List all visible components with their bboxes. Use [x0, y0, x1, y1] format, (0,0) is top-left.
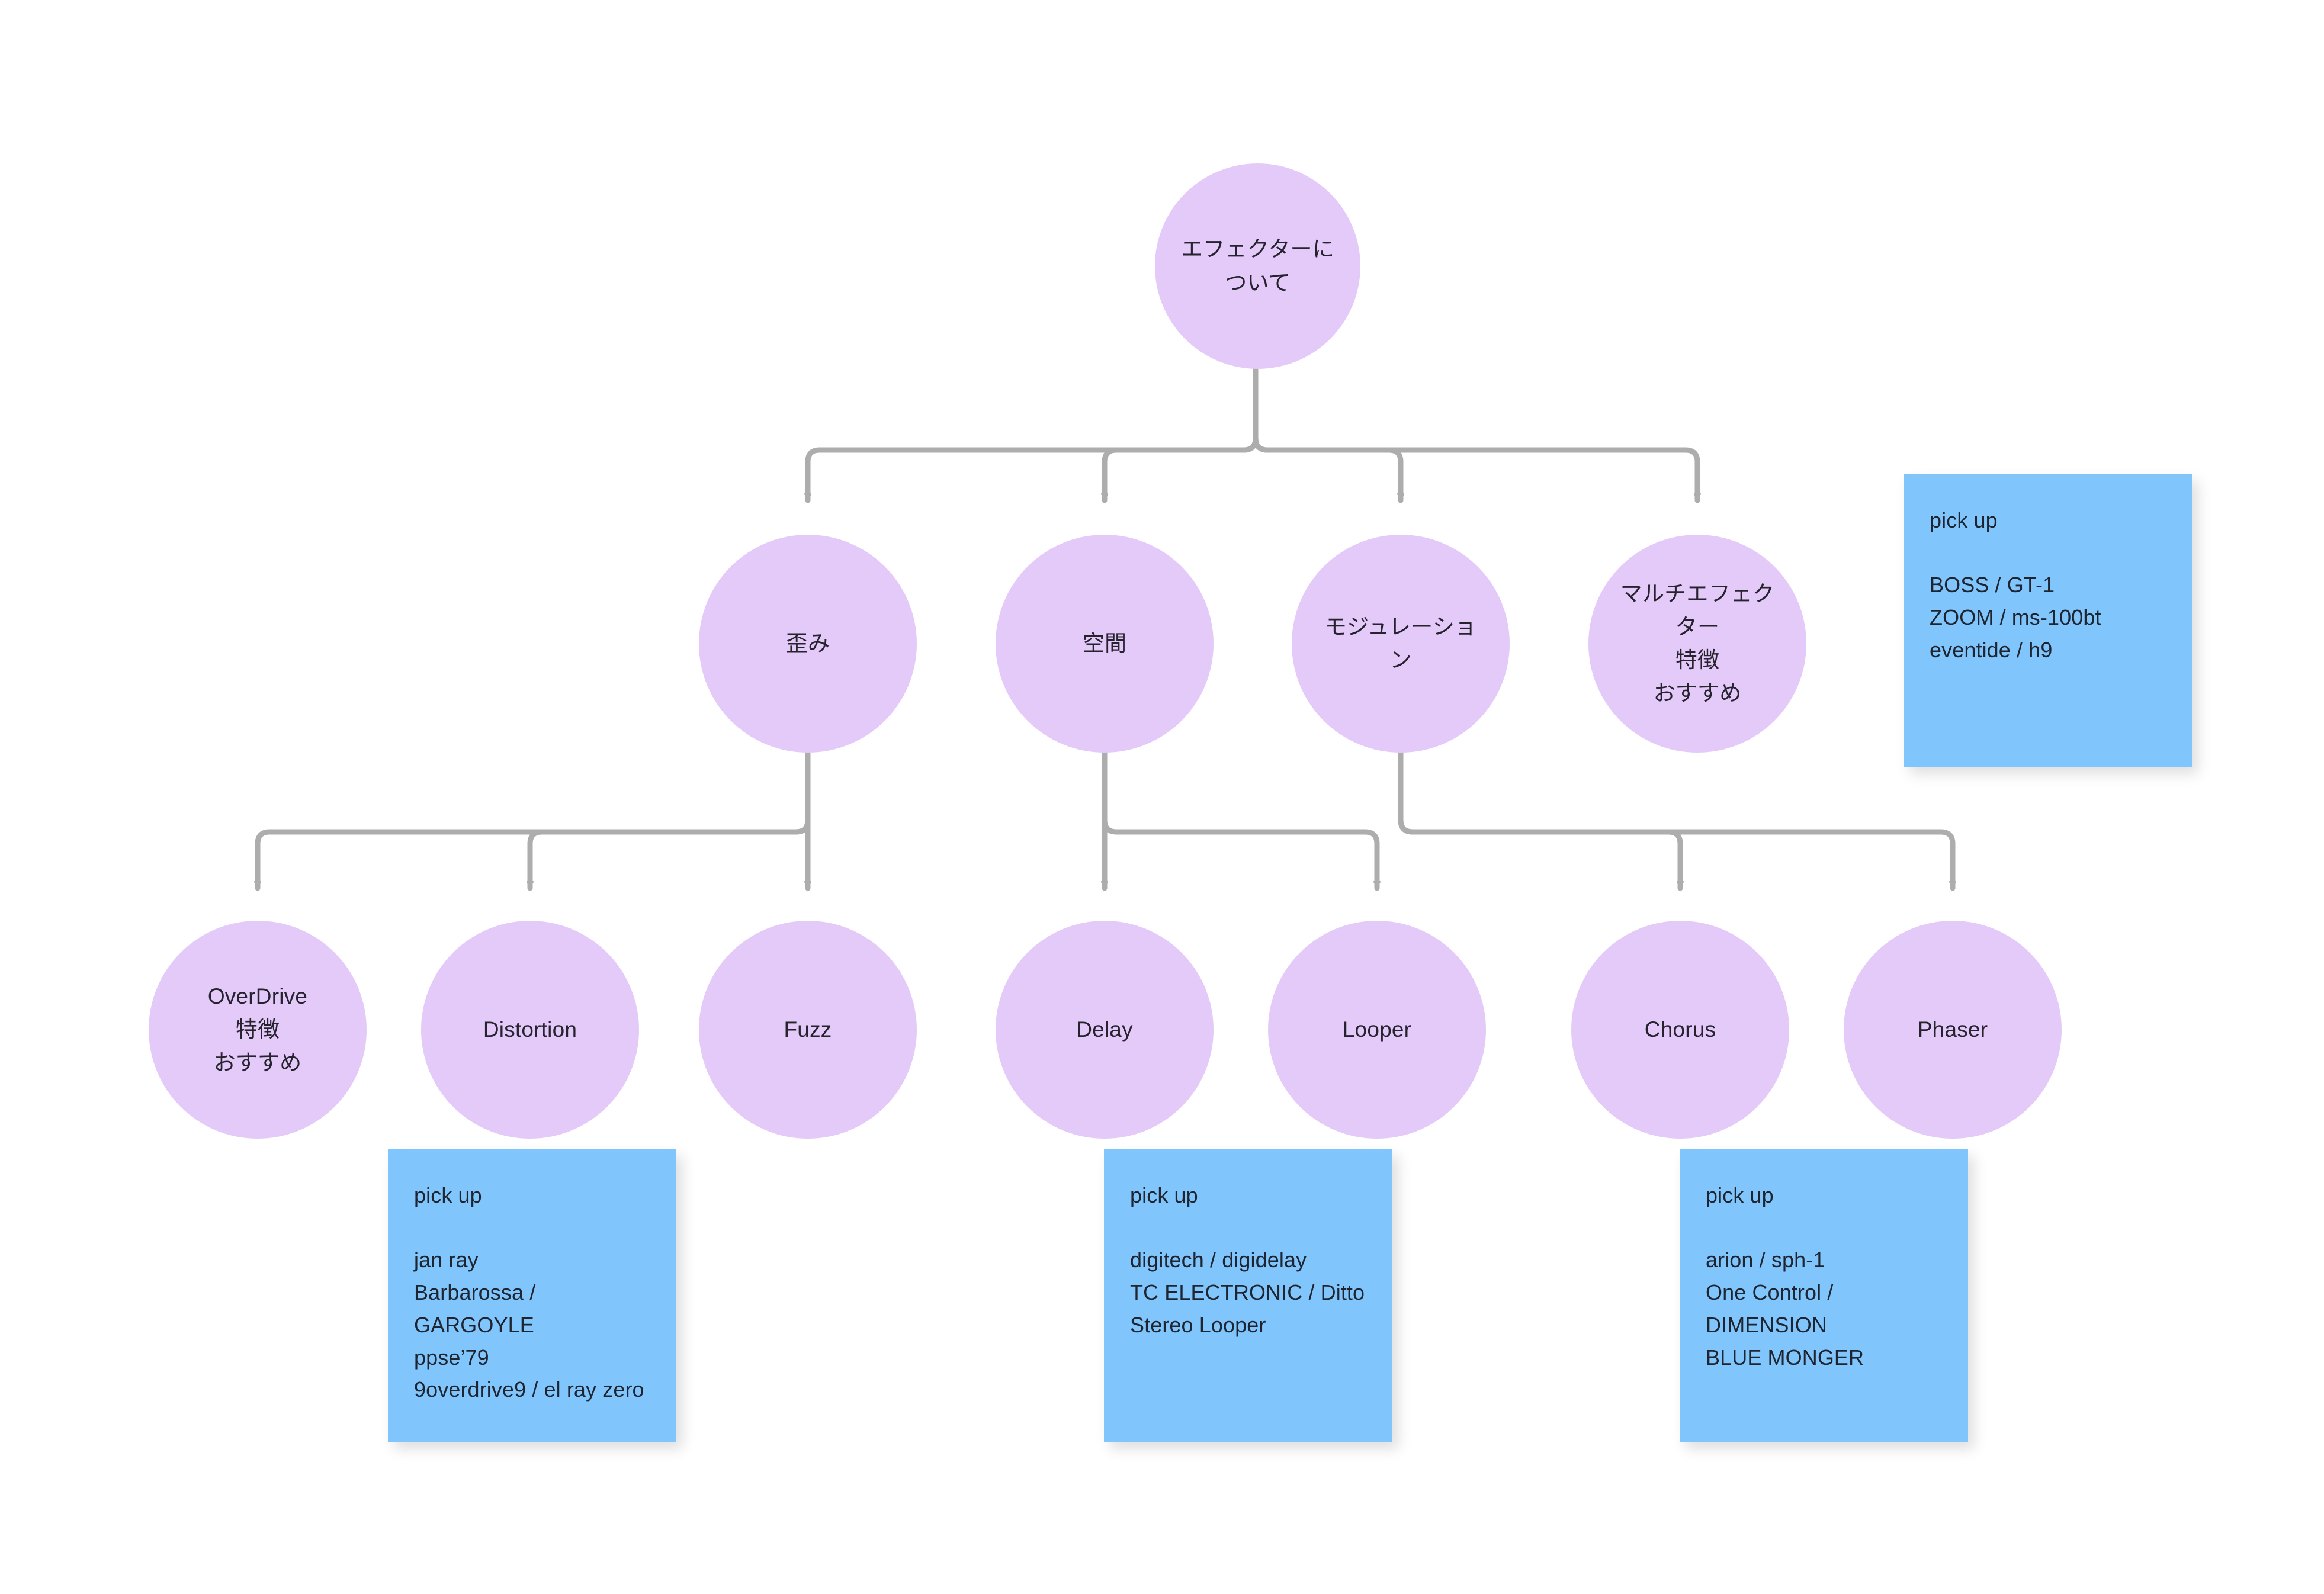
node-multi-effector-category[interactable]: マルチエフェク ター 特徴 おすすめ: [1588, 535, 1806, 753]
edge-root-to-modulation-category: [1253, 435, 1401, 503]
node-modulation-category-label: モジュレーショ ン: [1324, 614, 1477, 672]
edge-space-category-to-looper: [1102, 817, 1377, 891]
edge-modulation-category-to-phaser: [1398, 817, 1953, 891]
node-fuzz-label: Fuzz: [784, 1017, 832, 1042]
node-fuzz[interactable]: Fuzz: [699, 921, 917, 1139]
node-space-category[interactable]: 空間: [996, 535, 1214, 753]
node-distortion-label: Distortion: [483, 1017, 577, 1042]
sticky-note-space-pickup-text: pick up digitech / digidelay TC ELECTRON…: [1130, 1183, 1365, 1337]
node-overdrive[interactable]: OverDrive 特徴 おすすめ: [149, 921, 367, 1139]
node-delay-label: Delay: [1076, 1017, 1133, 1042]
node-phaser-label: Phaser: [1917, 1017, 1988, 1042]
node-looper-label: Looper: [1342, 1017, 1412, 1042]
edge-modulation-category-to-chorus: [1398, 817, 1680, 891]
edge-root-to-distortion-category: [808, 435, 1259, 503]
node-root[interactable]: エフェクターに ついて: [1155, 163, 1360, 369]
node-chorus-label: Chorus: [1644, 1017, 1716, 1042]
node-phaser[interactable]: Phaser: [1844, 921, 2062, 1139]
sticky-note-modulation-pickup[interactable]: pick up arion / sph-1 One Control / DIME…: [1680, 1149, 1968, 1442]
node-overdrive-label: OverDrive 特徴 おすすめ: [207, 984, 308, 1075]
node-distortion-category[interactable]: 歪み: [699, 535, 917, 753]
sticky-note-multi-effector-pickup[interactable]: pick up BOSS / GT-1 ZOOM / ms-100bt even…: [1904, 474, 2192, 767]
node-modulation-category[interactable]: モジュレーショ ン: [1292, 535, 1510, 753]
node-multi-effector-category-label: マルチエフェク ター 特徴 おすすめ: [1620, 581, 1775, 706]
node-space-category-label: 空間: [1082, 631, 1127, 655]
edge-root-to-space-category: [1105, 435, 1259, 503]
node-distortion[interactable]: Distortion: [421, 921, 639, 1139]
node-chorus[interactable]: Chorus: [1571, 921, 1789, 1139]
edge-distortion-category-to-overdrive: [258, 817, 811, 891]
node-delay[interactable]: Delay: [996, 921, 1214, 1139]
sticky-note-drive-pickup[interactable]: pick up jan ray Barbarossa / GARGOYLE pp…: [388, 1149, 676, 1442]
sticky-note-multi-effector-pickup-text: pick up BOSS / GT-1 ZOOM / ms-100bt even…: [1930, 508, 2101, 662]
sticky-note-space-pickup[interactable]: pick up digitech / digidelay TC ELECTRON…: [1104, 1149, 1392, 1442]
sticky-note-modulation-pickup-text: pick up arion / sph-1 One Control / DIME…: [1706, 1183, 1864, 1370]
node-distortion-category-label: 歪み: [785, 631, 830, 655]
node-looper[interactable]: Looper: [1268, 921, 1486, 1139]
node-root-label: エフェクターに ついて: [1181, 237, 1334, 295]
edge-root-to-multi-effector-category: [1253, 435, 1697, 503]
sticky-note-drive-pickup-text: pick up jan ray Barbarossa / GARGOYLE pp…: [414, 1183, 644, 1402]
edge-distortion-category-to-distortion: [530, 817, 811, 891]
